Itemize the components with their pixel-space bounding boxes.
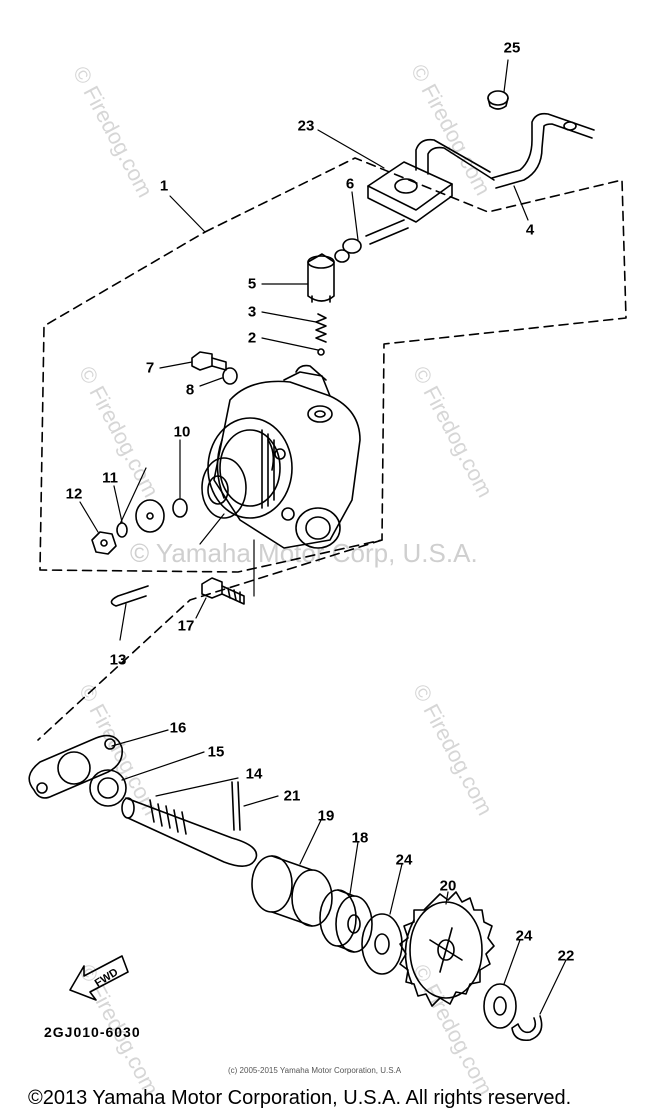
part-14-shaft [121, 797, 258, 867]
part-pulley [201, 457, 247, 519]
part-8-bolt [191, 351, 227, 371]
callout-16: 16 [169, 719, 187, 737]
leader-lines [79, 59, 567, 1015]
part-6-nipple [334, 219, 409, 263]
part-7-washer [222, 367, 238, 385]
part-16-gasket [28, 734, 124, 799]
assembly-boundary [39, 157, 627, 573]
part-code: 2GJ010-6030 [44, 1024, 141, 1040]
part-11-lockwasher [116, 522, 128, 538]
part-17-screw [201, 577, 245, 605]
part-22-circlip [511, 1015, 543, 1042]
callout-15: 15 [207, 743, 225, 761]
part-10-washer [172, 498, 188, 518]
callout-2: 2 [247, 329, 257, 347]
part-11-plate [135, 499, 165, 533]
part-23-bracket [367, 138, 495, 223]
copyright-footer: ©2013 Yamaha Motor Corporation, U.S.A. A… [28, 1087, 572, 1109]
part-25-cap [487, 90, 509, 110]
callout-5: 5 [247, 275, 257, 293]
part-4-hose [491, 112, 595, 189]
callout-18: 18 [351, 829, 369, 847]
callout-3: 3 [247, 303, 257, 321]
part-12-nut [91, 531, 117, 555]
part-19-sleeve [251, 855, 333, 927]
part-18-bearing [319, 889, 373, 953]
callout-10: 10 [173, 423, 191, 441]
assembly-link-lower [37, 539, 383, 741]
callout-14: 14 [245, 765, 263, 783]
callout-6: 6 [345, 175, 355, 193]
callout-4: 4 [525, 221, 535, 239]
fwd-arrow [69, 955, 129, 1001]
part-24-washer-a [361, 913, 403, 975]
callout-25: 25 [503, 39, 521, 57]
callout-24a: 24 [395, 851, 413, 869]
callout-13: 13 [109, 651, 127, 669]
pump-body [207, 364, 361, 549]
small-copyright: (c) 2005-2015 Yamaha Motor Corporation, … [228, 1066, 402, 1075]
part-24-washer-b [483, 983, 517, 1029]
callout-12: 12 [65, 485, 83, 503]
callout-17: 17 [177, 617, 195, 635]
part-13-clip [110, 585, 149, 607]
part-5-banjo [307, 253, 335, 303]
part-3-spring [315, 313, 327, 343]
callout-19: 19 [317, 807, 335, 825]
callout-21: 21 [283, 787, 301, 805]
callout-8: 7 [145, 359, 155, 377]
callout-11: 11 [102, 469, 118, 487]
callout-22: 22 [557, 947, 575, 965]
callout-23: 23 [297, 117, 315, 135]
callout-7: 8 [185, 381, 195, 399]
part-20-gear [399, 891, 495, 1007]
part-2-ball [317, 348, 325, 356]
part-21-pin [231, 781, 241, 831]
callout-20: 20 [439, 877, 457, 895]
callout-1: 1 [159, 177, 169, 195]
part-15-seal [89, 769, 127, 807]
callout-24b: 24 [515, 927, 533, 945]
